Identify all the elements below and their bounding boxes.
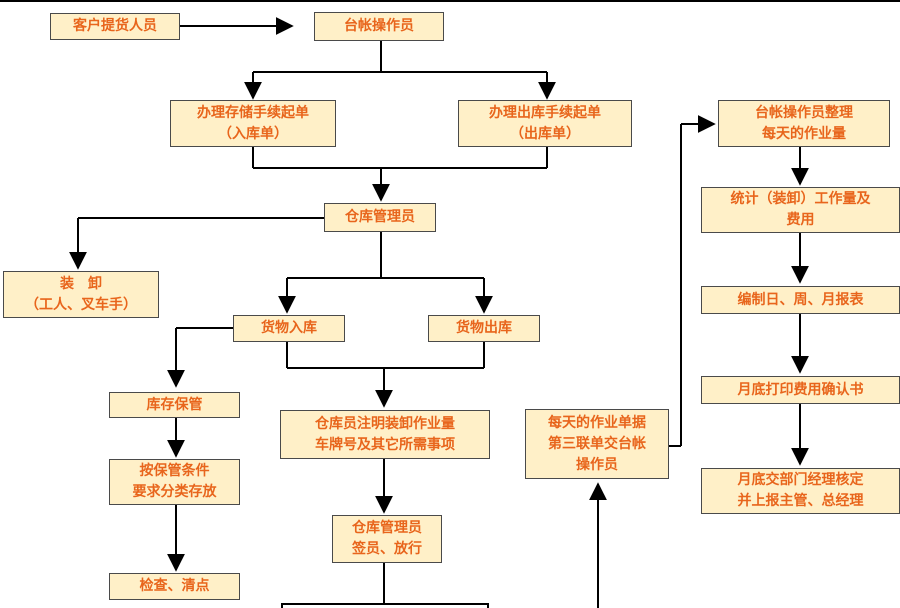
node-stats-cost-line1: 统计（装卸）工作量及 [730,191,871,207]
node-classify-store: 按保管条件 要求分类存放 [109,459,240,505]
node-manager-sign: 仓库管理员 签员、放行 [332,515,442,563]
node-submit-manager-line2: 并上报主管、总经理 [737,493,864,509]
node-daily-doc-line3: 操作员 [576,456,618,473]
node-warehouse-manager-label: 仓库管理员 [345,209,415,225]
node-loading: 装 卸 （工人、叉车手） [3,271,159,318]
node-inspect-clean: 检查、清点 [109,573,240,600]
node-clerk-note-line1: 仓库员注明装卸作业量 [315,415,455,432]
node-clerk-note: 仓库员注明装卸作业量 车牌号及其它所需事项 [280,410,490,459]
node-goods-in-label: 货物入库 [261,320,317,336]
node-print-confirm-label: 月底打印费用确认书 [737,381,864,398]
node-daily-doc-line2: 第三联单交台帐 [548,435,646,452]
node-submit-manager-line1: 月底交部门经理核定 [737,472,864,488]
node-outbound-doc-line1: 办理出库手续起单 [489,104,601,121]
node-inventory-keeping-label: 库存保管 [146,396,203,413]
node-ledger-operator-label: 台帐操作员 [344,18,414,34]
node-loading-line2: （工人、叉车手） [25,296,137,313]
node-inventory-keeping: 库存保管 [109,392,240,418]
node-goods-out: 货物出库 [428,315,540,342]
node-reports: 编制日、周、月报表 [701,286,900,314]
node-print-confirm: 月底打印费用确认书 [701,376,900,404]
node-submit-manager: 月底交部门经理核定 并上报主管、总经理 [701,468,900,514]
node-manager-sign-line2: 签员、放行 [352,541,422,557]
node-warehouse-manager: 仓库管理员 [324,203,436,232]
node-ledger-daily-line2: 每天的作业量 [762,125,846,142]
node-manager-sign-line1: 仓库管理员 [352,520,422,536]
node-customer: 客户提货人员 [50,13,180,40]
node-stats-cost-line2: 费用 [786,212,815,228]
node-customer-label: 客户提货人员 [73,18,157,34]
node-daily-doc-line1: 每天的作业单据 [548,414,646,431]
node-ledger-daily: 台帐操作员整理 每天的作业量 [718,100,890,147]
node-daily-doc: 每天的作业单据 第三联单交台帐 操作员 [525,409,669,479]
node-reports-label: 编制日、周、月报表 [737,291,864,308]
node-goods-in: 货物入库 [233,315,345,342]
node-classify-store-line2: 要求分类存放 [132,484,217,500]
node-loading-line1: 装 卸 [60,275,102,292]
node-goods-out-label: 货物出库 [456,320,512,336]
node-inspect-clean-label: 检查、清点 [139,578,210,594]
node-storage-doc-line2: （入库单） [218,125,288,142]
node-classify-store-line1: 按保管条件 [139,463,210,479]
node-ledger-daily-line1: 台帐操作员整理 [755,104,853,121]
node-clerk-note-line2: 车牌号及其它所需事项 [315,436,455,453]
node-ledger-operator: 台帐操作员 [314,12,444,41]
node-storage-doc-line1: 办理存储手续起单 [197,104,309,121]
node-outbound-doc-line2: （出库单） [510,125,580,142]
node-outbound-doc: 办理出库手续起单 （出库单） [458,100,632,147]
node-stats-cost: 统计（装卸）工作量及 费用 [701,187,900,233]
node-storage-doc: 办理存储手续起单 （入库单） [170,100,336,147]
